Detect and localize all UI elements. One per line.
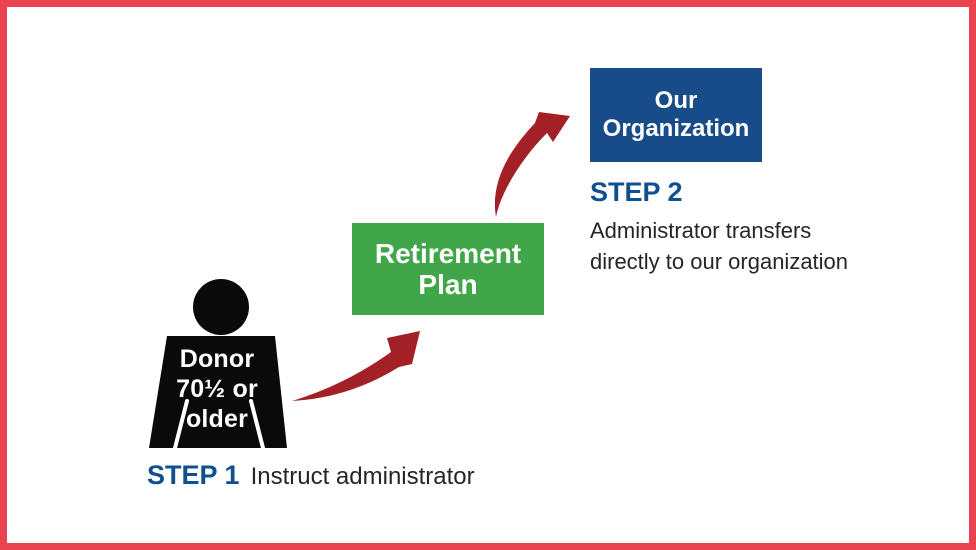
step1-description: Instruct administrator <box>250 463 475 490</box>
step2-block: STEP 2 Administrator transfers directly … <box>590 179 910 277</box>
donor-label-line: Donor <box>179 345 255 373</box>
step1-block: STEP 1 Instruct administrator <box>147 460 475 491</box>
step2-description-line: directly to our organization <box>590 249 849 274</box>
retirement-plan-box: Retirement Plan <box>352 223 544 315</box>
arrow-step2-icon <box>494 112 570 217</box>
our-organization-box: Our Organization <box>590 68 762 162</box>
step2-description-line: Administrator transfers <box>590 218 812 243</box>
retirement-plan-label-line: Retirement <box>374 238 522 269</box>
arrow-step1-icon <box>292 331 420 401</box>
donor-label-line: 70½ or <box>176 375 258 403</box>
retirement-plan-label-line: Plan <box>418 269 478 300</box>
donor-label-line: older <box>185 405 249 433</box>
our-organization-label-line: Organization <box>602 115 750 142</box>
person-silhouette-icon <box>149 279 287 450</box>
step2-title: STEP 2 <box>590 177 683 207</box>
donor-label: Donor 70½ or older <box>142 344 292 434</box>
step1-title: STEP 1 <box>147 460 240 490</box>
our-organization-label-line: Our <box>654 87 698 114</box>
donor-figure: Donor 70½ or older <box>142 270 292 450</box>
